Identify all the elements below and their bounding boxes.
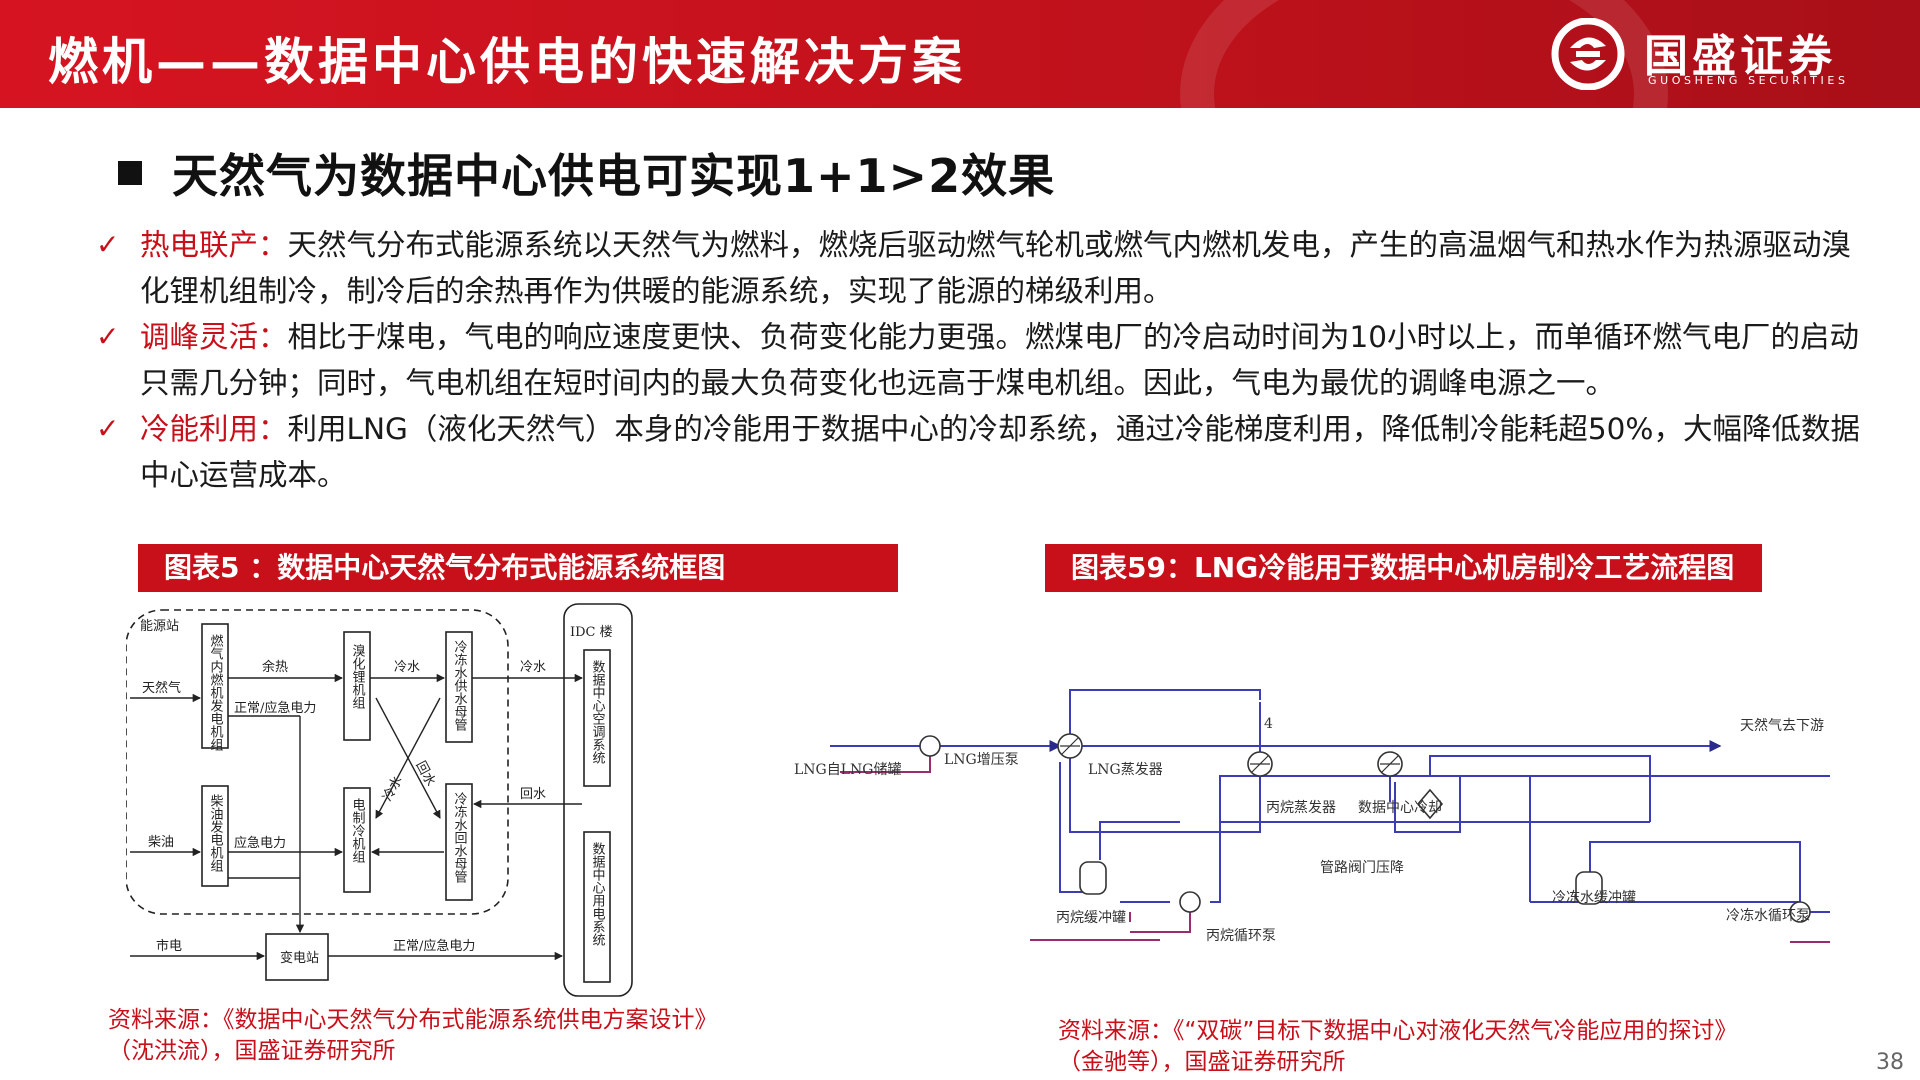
label-substation: 变电站	[280, 950, 319, 966]
figure1-source: 资料来源：《数据中心天然气分布式能源系统供电方案设计》 （沈洪流），国盛证券研究…	[108, 1005, 718, 1067]
check-icon: ✓	[96, 412, 120, 445]
energy-station-boundary	[126, 609, 509, 915]
company-logo: 国盛证券 GUOSHENG SECURITIES	[1548, 14, 1908, 94]
label-waste-heat: 余热	[262, 659, 288, 675]
section-heading-text: 天然气为数据中心供电可实现1+1>2效果	[172, 149, 1056, 203]
bullet-list: ✓ 热电联产：天然气分布式能源系统以天然气为燃料，燃烧后驱动燃气轮机或燃气内燃机…	[96, 222, 1876, 498]
header-bar: 燃机——数据中心供电的快速解决方案 国盛证券 GUOSHENG SECURITI…	[0, 0, 1920, 108]
label-chw-pump: 冷冻水循环泵	[1726, 907, 1810, 924]
label-diesel-in: 柴油	[148, 835, 174, 850]
bullet-text: 利用LNG（液化天然气）本身的冷能用于数据中心的冷却系统，通过冷能梯度利用，降低…	[140, 412, 1860, 492]
figure1-diagram: 能源站 IDC 楼 天然气 柴油 市电 余热 正常/应急电力 应急电力 冷水 冷…	[126, 603, 633, 997]
label-chilled-water-2: 冷水	[520, 660, 546, 675]
label-propane-evap: 丙烷蒸发器	[1266, 800, 1336, 816]
label-lng-pump: LNG增压泵	[944, 752, 1019, 768]
figure1-label: 图表5 ：数据中心天然气分布式能源系统框图	[138, 544, 898, 592]
box-electric-chiller: 电制冷机组	[350, 798, 366, 863]
label-lng-tank: LNG自LNG储罐	[794, 762, 901, 778]
bullet-item: ✓ 热电联产：天然气分布式能源系统以天然气为燃料，燃烧后驱动燃气轮机或燃气内燃机…	[96, 222, 1876, 314]
label-dc-cooling: 数据中心冷却	[1358, 800, 1442, 816]
box-dc-power: 数据中心用电系统	[590, 842, 606, 947]
bullet-key: 调峰灵活：	[140, 320, 288, 354]
bullet-key: 冷能利用：	[140, 412, 288, 446]
label-return-water: 回水	[520, 787, 546, 802]
label-cross-cold: 冷水	[380, 774, 405, 804]
label-propane-pump: 丙烷循环泵	[1206, 928, 1276, 944]
figure2-label: 图表59：LNG冷能用于数据中心机房制冷工艺流程图	[1045, 544, 1762, 592]
label-gas-in: 天然气	[142, 680, 181, 696]
box-libr: 溴化锂机组	[350, 644, 366, 709]
logo-name: 国盛证券	[1644, 31, 1836, 82]
chw-tank-icon	[1575, 871, 1603, 905]
figure2-source: 资料来源：《“双碳”目标下数据中心对液化天然气冷能应用的探讨》 （金驰等），国盛…	[1058, 1016, 1737, 1078]
label-station: 能源站	[140, 619, 179, 634]
figure1-source-line1: 资料来源：《数据中心天然气分布式能源系统供电方案设计》	[108, 1007, 718, 1033]
page-title: 燃机——数据中心供电的快速解决方案	[48, 33, 966, 91]
valve-icon	[1416, 788, 1444, 820]
page-number: 38	[1876, 1050, 1904, 1075]
idc-building-boundary	[563, 603, 633, 997]
box-dc-ac: 数据中心空调系统	[590, 660, 606, 765]
label-normal-emergency-2: 正常/应急电力	[393, 938, 475, 954]
label-chilled-water: 冷水	[394, 660, 420, 675]
figure2-source-line2: （金驰等），国盛证券研究所	[1058, 1049, 1346, 1075]
lng-pump-icon	[919, 735, 941, 757]
logo-subtitle: GUOSHENG SECURITIES	[1648, 74, 1849, 87]
bullet-key: 热电联产：	[140, 228, 288, 262]
figure1-source-line2: （沈洪流），国盛证券研究所	[108, 1038, 396, 1064]
box-gas-engine: 燃气内燃机发电机组	[208, 633, 224, 751]
figure2-source-line1: 资料来源：《“双碳”目标下数据中心对液化天然气冷能应用的探讨》	[1058, 1018, 1738, 1044]
bullet-text: 天然气分布式能源系统以天然气为燃料，燃烧后驱动燃气轮机或燃气内燃机发电，产生的高…	[140, 228, 1852, 308]
check-icon: ✓	[96, 320, 120, 353]
label-emergency: 应急电力	[234, 835, 286, 851]
label-chw-tank: 冷冻水缓冲罐	[1552, 889, 1636, 906]
check-icon: ✓	[96, 228, 120, 261]
figure2-diagram: LNG自LNG储罐 LNG增压泵 LNG蒸发器 天然气去下游 4 丙烷蒸发器 数…	[794, 689, 1830, 944]
box-diesel: 柴油发电机组	[208, 794, 224, 872]
propane-tank-icon	[1079, 861, 1107, 895]
section-heading: 天然气为数据中心供电可实现1+1>2效果	[118, 140, 1055, 206]
box-supply-header: 冷冻水供水母管	[452, 640, 468, 732]
chw-pump-icon	[1789, 901, 1811, 923]
propane-pump-icon	[1179, 891, 1201, 913]
label-gas-out: 天然气去下游	[1740, 717, 1824, 734]
bullet-item: ✓ 冷能利用：利用LNG（液化天然气）本身的冷能用于数据中心的冷却系统，通过冷能…	[96, 406, 1876, 498]
label-city-power: 市电	[156, 938, 182, 954]
box-return-header: 冷冻水回水母管	[452, 792, 468, 884]
label-idc: IDC 楼	[570, 625, 613, 640]
label-normal-emergency: 正常/应急电力	[234, 700, 316, 716]
bullet-text: 相比于煤电，气电的响应速度更快、负荷变化能力更强。燃煤电厂的冷启动时间为10小时…	[140, 320, 1860, 400]
bullet-item: ✓ 调峰灵活：相比于煤电，气电的响应速度更快、负荷变化能力更强。燃煤电厂的冷启动…	[96, 314, 1876, 406]
square-bullet-icon	[118, 161, 142, 185]
label-num4: 4	[1264, 716, 1273, 732]
label-valve: 管路阀门压降	[1320, 860, 1404, 876]
label-lng-vaporizer: LNG蒸发器	[1088, 762, 1163, 778]
label-propane-tank: 丙烷缓冲罐	[1056, 910, 1126, 926]
logo-emblem-icon	[1551, 18, 1625, 90]
